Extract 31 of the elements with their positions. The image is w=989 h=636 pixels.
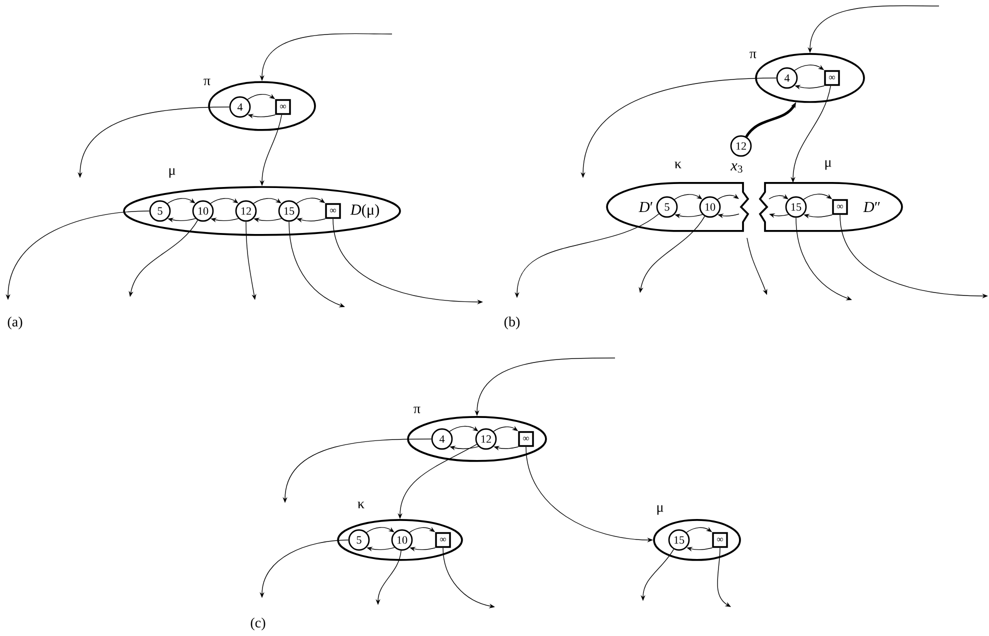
node-label: κ <box>674 162 682 168</box>
node-label: μ <box>169 168 176 178</box>
node-label: D′ <box>638 202 652 212</box>
panel-label: (b) <box>504 316 520 330</box>
node-label: π <box>750 52 756 58</box>
key-box: ∞ <box>518 431 534 447</box>
arrow <box>366 527 394 533</box>
panel-label: (a) <box>8 316 22 330</box>
node-label: D″ <box>863 202 880 212</box>
arrow <box>674 194 702 200</box>
key-box: ∞ <box>824 70 840 86</box>
arrow <box>210 198 238 204</box>
key-box: ∞ <box>832 199 848 215</box>
node-label: π <box>414 406 420 414</box>
arrow <box>768 194 788 200</box>
variable-label: x$_{3}$ <box>730 163 742 173</box>
node-label: κ <box>358 502 364 508</box>
node-label: D(μ) <box>350 204 379 218</box>
arrow <box>717 548 731 607</box>
arrow <box>717 194 739 200</box>
key-box: ∞ <box>275 99 291 115</box>
node-label: μ <box>825 160 832 170</box>
arrow <box>253 198 282 204</box>
key-box: ∞ <box>325 203 341 219</box>
key-box: ∞ <box>712 532 728 548</box>
node-label: π <box>204 78 210 86</box>
arrow <box>167 198 196 204</box>
panel-label: (c) <box>250 618 266 630</box>
node-label: μ <box>657 505 664 515</box>
arrow <box>449 426 478 432</box>
key-box: ∞ <box>435 532 451 548</box>
